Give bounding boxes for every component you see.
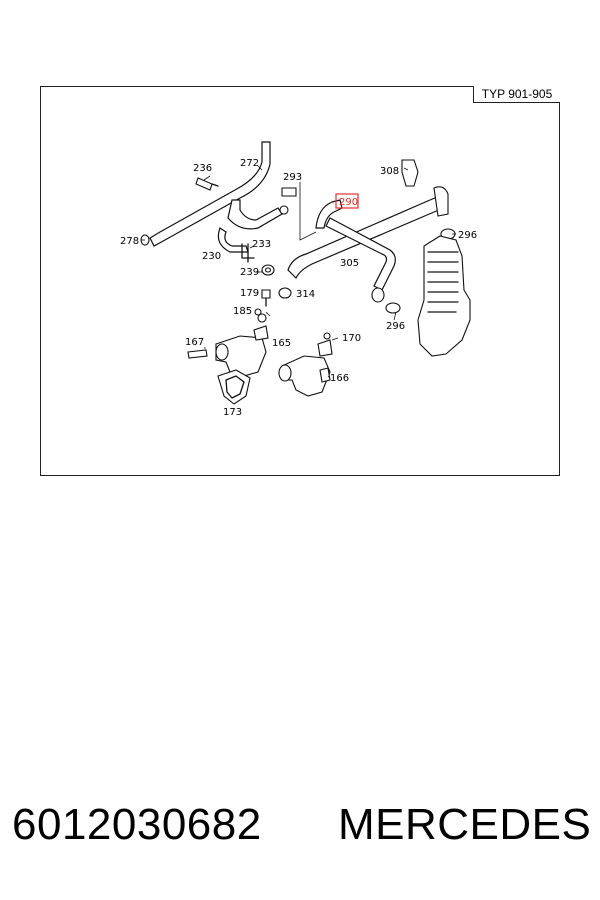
pin-167 xyxy=(187,349,208,359)
label-185[interactable]: 185 xyxy=(233,306,252,317)
label-230[interactable]: 230 xyxy=(202,251,221,262)
hose-272 xyxy=(149,141,271,247)
label-290[interactable]: 290 xyxy=(339,197,358,208)
label-170[interactable]: 170 xyxy=(342,333,361,344)
label-293[interactable]: 293 xyxy=(283,172,302,183)
sensor-236 xyxy=(195,177,219,191)
clamp-296-bottom xyxy=(385,302,401,314)
label-314[interactable]: 314 xyxy=(296,289,315,300)
washer-185 xyxy=(254,308,262,316)
hose-290 xyxy=(287,186,449,303)
bolt-179 xyxy=(261,289,271,307)
label-296-top[interactable]: 296 xyxy=(458,230,477,241)
housing-165 xyxy=(215,313,269,377)
label-173[interactable]: 173 xyxy=(223,407,242,418)
label-305[interactable]: 305 xyxy=(340,258,359,269)
label-165[interactable]: 165 xyxy=(272,338,291,349)
label-233[interactable]: 233 xyxy=(252,239,271,250)
diagram-frame xyxy=(40,86,560,476)
label-272[interactable]: 272 xyxy=(240,158,259,169)
clip-293 xyxy=(281,187,297,197)
clip-308 xyxy=(401,159,419,187)
label-308[interactable]: 308 xyxy=(380,166,399,177)
bracket-233 xyxy=(241,243,255,263)
housing-166 xyxy=(278,332,333,397)
part-number: 6012030682 xyxy=(12,800,262,849)
reservoir xyxy=(417,235,471,357)
brand-name: MERCEDES xyxy=(338,800,592,849)
highlight-box-290 xyxy=(335,193,359,209)
clamp-314 xyxy=(278,287,292,299)
label-239[interactable]: 239 xyxy=(240,267,259,278)
label-236[interactable]: 236 xyxy=(193,163,212,174)
label-166[interactable]: 166 xyxy=(330,373,349,384)
label-296-bottom[interactable]: 296 xyxy=(386,321,405,332)
washer-239 xyxy=(261,264,275,276)
label-167[interactable]: 167 xyxy=(185,337,204,348)
type-range-label: TYP 901-905 xyxy=(473,86,560,103)
gasket-173 xyxy=(217,369,251,405)
label-179[interactable]: 179 xyxy=(240,288,259,299)
label-278[interactable]: 278 xyxy=(120,236,139,247)
